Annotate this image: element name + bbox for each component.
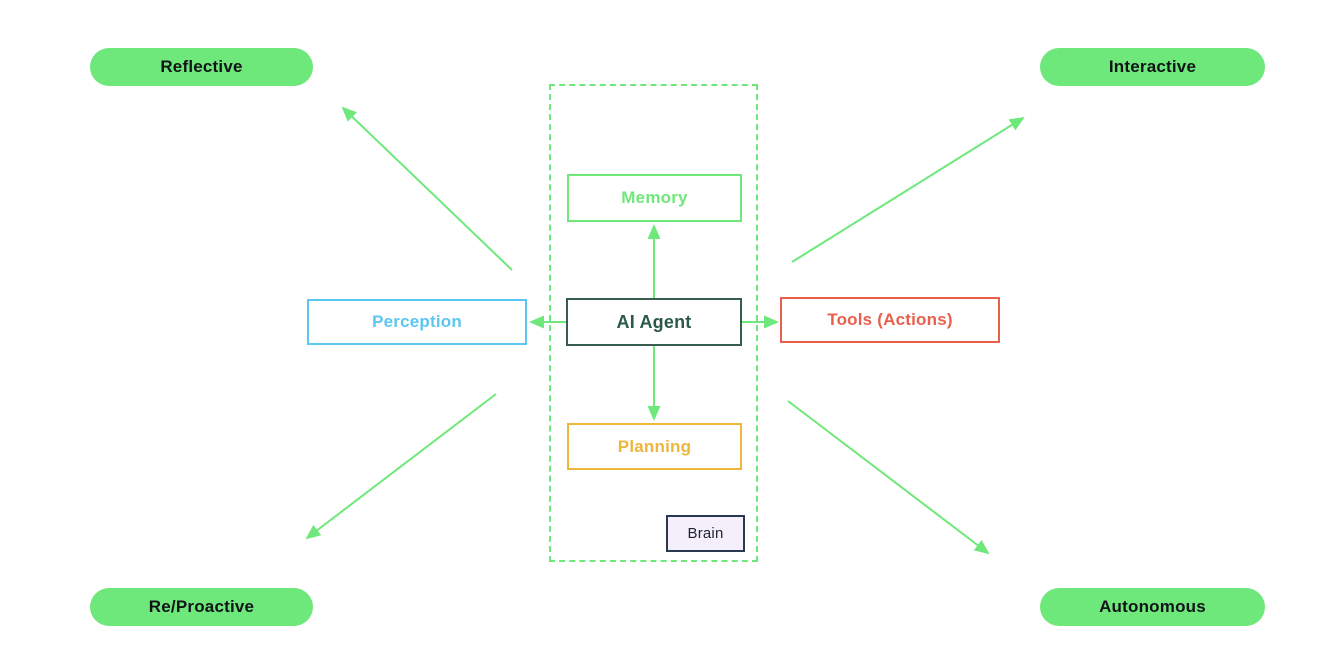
planning-node: Planning [567,423,742,470]
arrow-to-reproactive [305,393,497,540]
trait-pill-interactive: Interactive [1040,48,1265,86]
arrow-to-autonomous [787,400,990,555]
memory-node: Memory [567,174,742,222]
perception-node: Perception [307,299,527,345]
trait-pill-reflective: Reflective [90,48,313,86]
brain-label-node: Brain [666,515,745,552]
tools-actions-node: Tools (Actions) [780,297,1000,343]
ai-agent-node: AI Agent [566,298,742,346]
trait-pill-autonomous: Autonomous [1040,588,1265,626]
arrow-to-reflective [341,106,513,271]
brain-dashed-container [549,84,758,562]
arrow-to-interactive [791,116,1025,263]
trait-pill-reproactive: Re/Proactive [90,588,313,626]
